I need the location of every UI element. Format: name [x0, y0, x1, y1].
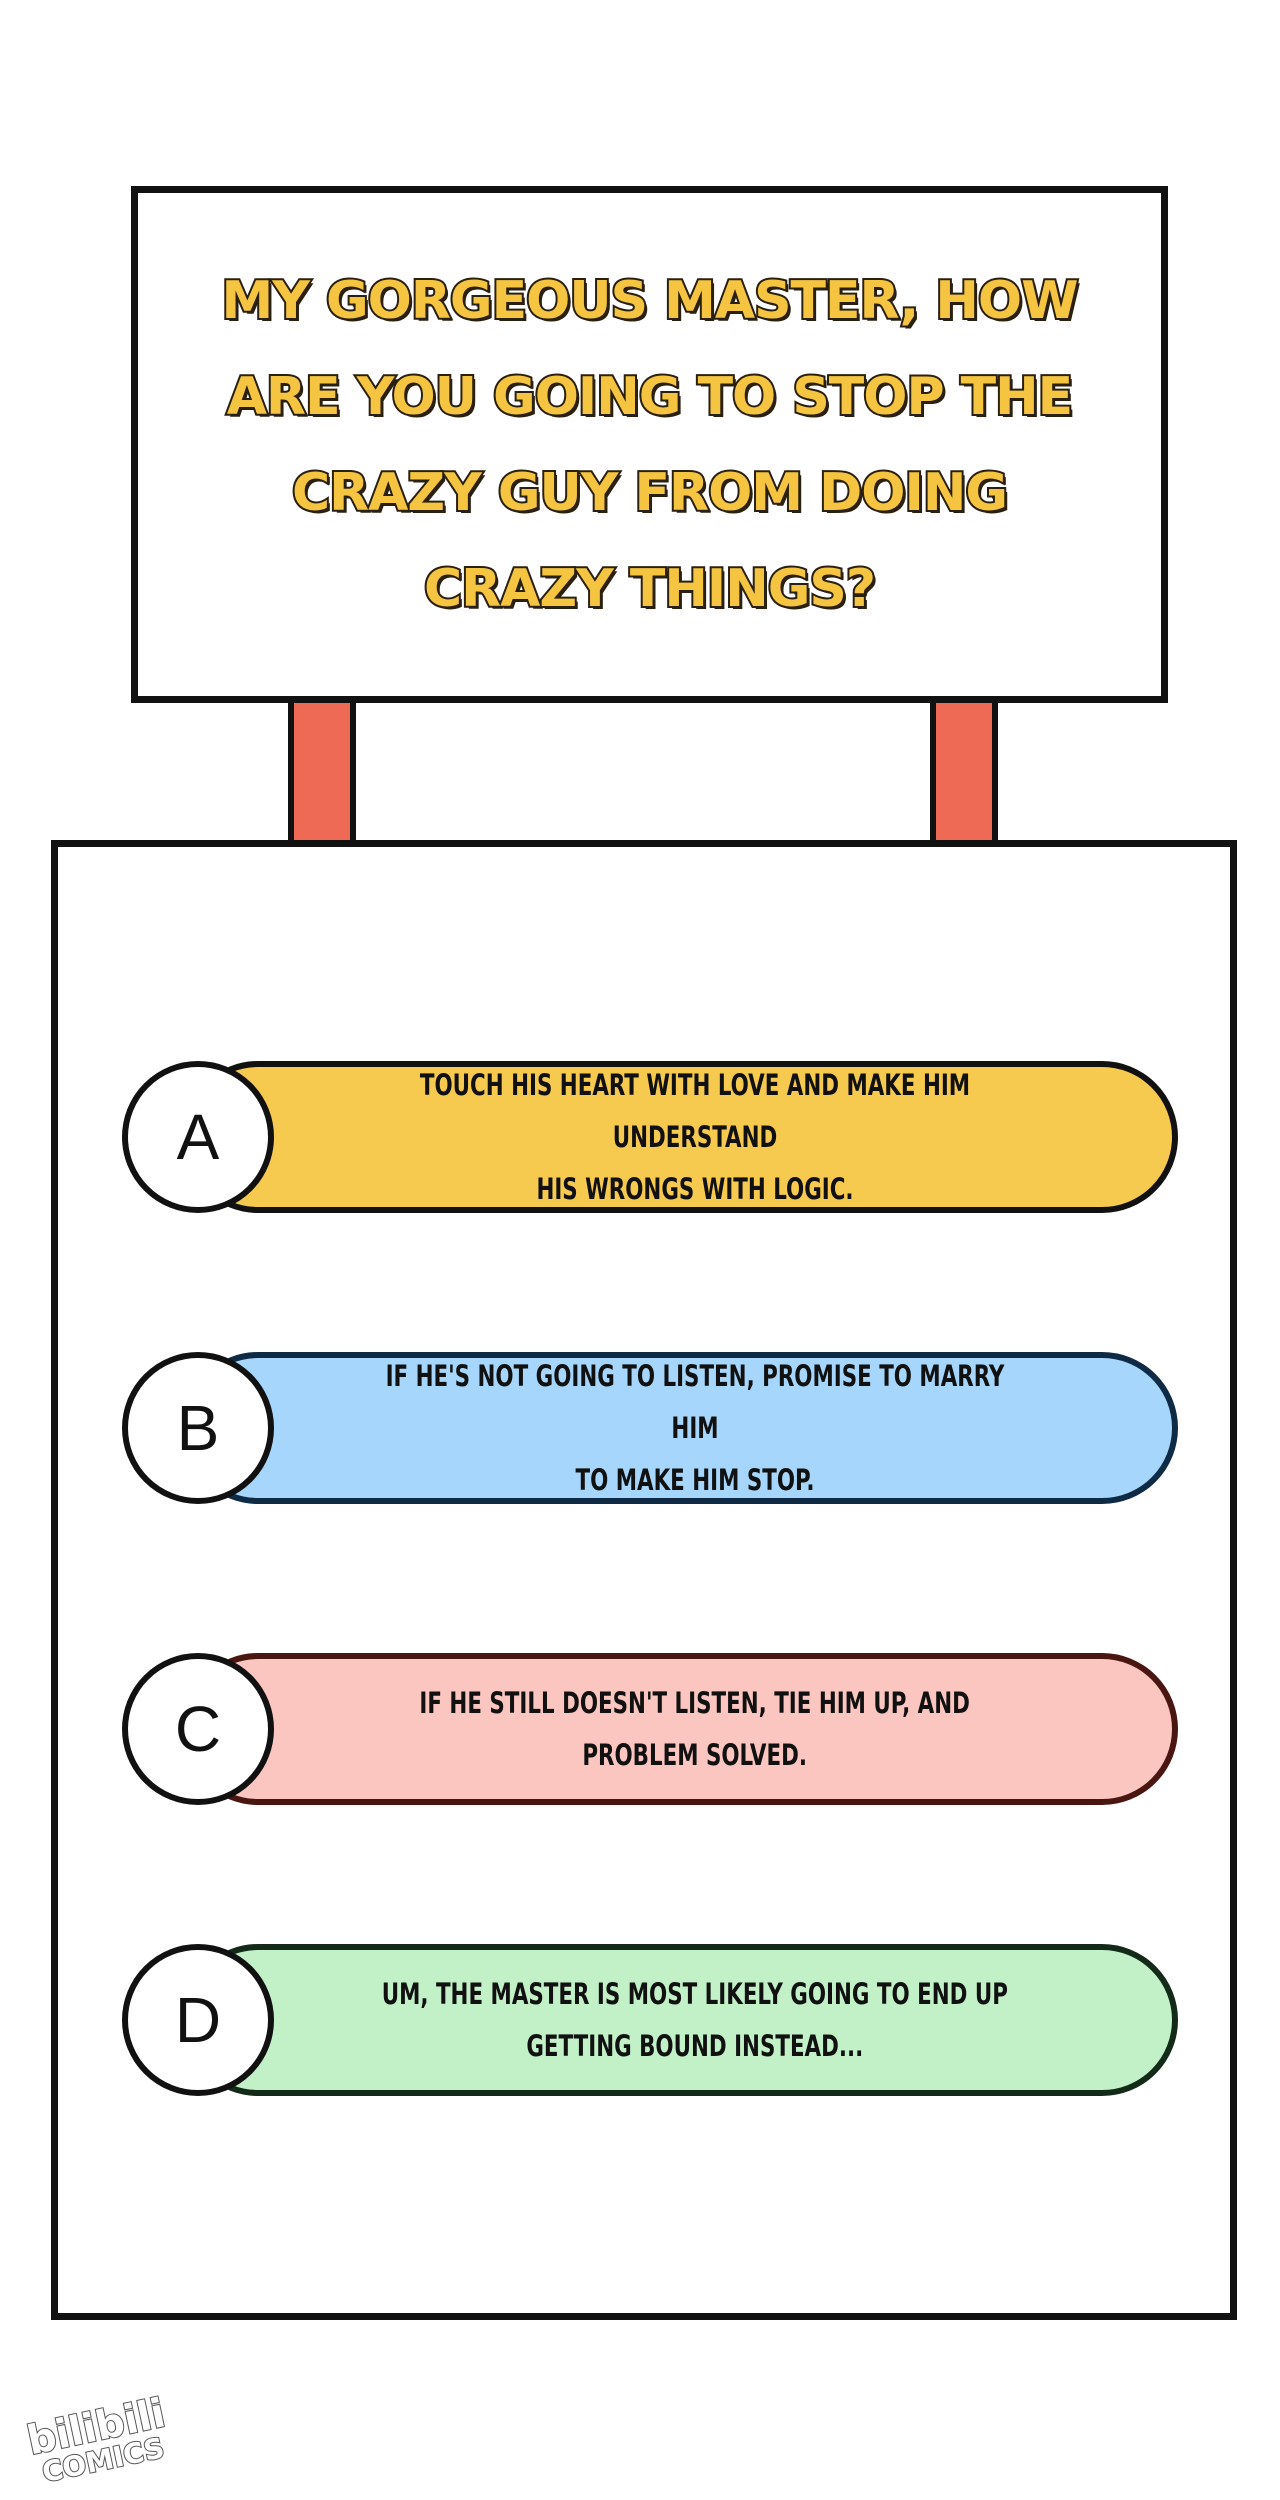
option-b[interactable]: IF HE'S NOT GOING TO LISTEN, PROMISE TO …: [122, 1352, 1178, 1504]
sign-post-right: [930, 703, 998, 843]
option-a-letter[interactable]: A: [122, 1061, 274, 1213]
question-title: MY GORGEOUS MASTER, HOW ARE YOU GOING TO…: [220, 269, 1081, 621]
option-c-letter[interactable]: C: [122, 1653, 274, 1805]
sign-post-left: [288, 703, 356, 843]
option-d-letter[interactable]: D: [122, 1944, 274, 2096]
question-sign: MY GORGEOUS MASTER, HOW ARE YOU GOING TO…: [131, 186, 1168, 703]
option-d-text: UM, THE MASTER IS MOST LIKELY GOING TO E…: [381, 1977, 1009, 2063]
option-c-pill[interactable]: IF HE STILL DOESN'T LISTEN, TIE HIM UP, …: [182, 1653, 1178, 1805]
option-a-pill[interactable]: TOUCH HIS HEART WITH LOVE AND MAKE HIM U…: [182, 1061, 1178, 1213]
option-d-pill[interactable]: UM, THE MASTER IS MOST LIKELY GOING TO E…: [182, 1944, 1178, 2096]
option-a-text: TOUCH HIS HEART WITH LOVE AND MAKE HIM U…: [419, 1068, 971, 1206]
option-c-text: IF HE STILL DOESN'T LISTEN, TIE HIM UP, …: [419, 1686, 971, 1772]
bilibili-comics-logo: bilibili COMICS: [22, 2389, 175, 2492]
option-b-pill[interactable]: IF HE'S NOT GOING TO LISTEN, PROMISE TO …: [182, 1352, 1178, 1504]
option-c[interactable]: IF HE STILL DOESN'T LISTEN, TIE HIM UP, …: [122, 1653, 1178, 1805]
option-a[interactable]: TOUCH HIS HEART WITH LOVE AND MAKE HIM U…: [122, 1061, 1178, 1213]
option-b-letter[interactable]: B: [122, 1352, 274, 1504]
option-b-text: IF HE'S NOT GOING TO LISTEN, PROMISE TO …: [385, 1359, 1005, 1497]
option-d[interactable]: UM, THE MASTER IS MOST LIKELY GOING TO E…: [122, 1944, 1178, 2096]
